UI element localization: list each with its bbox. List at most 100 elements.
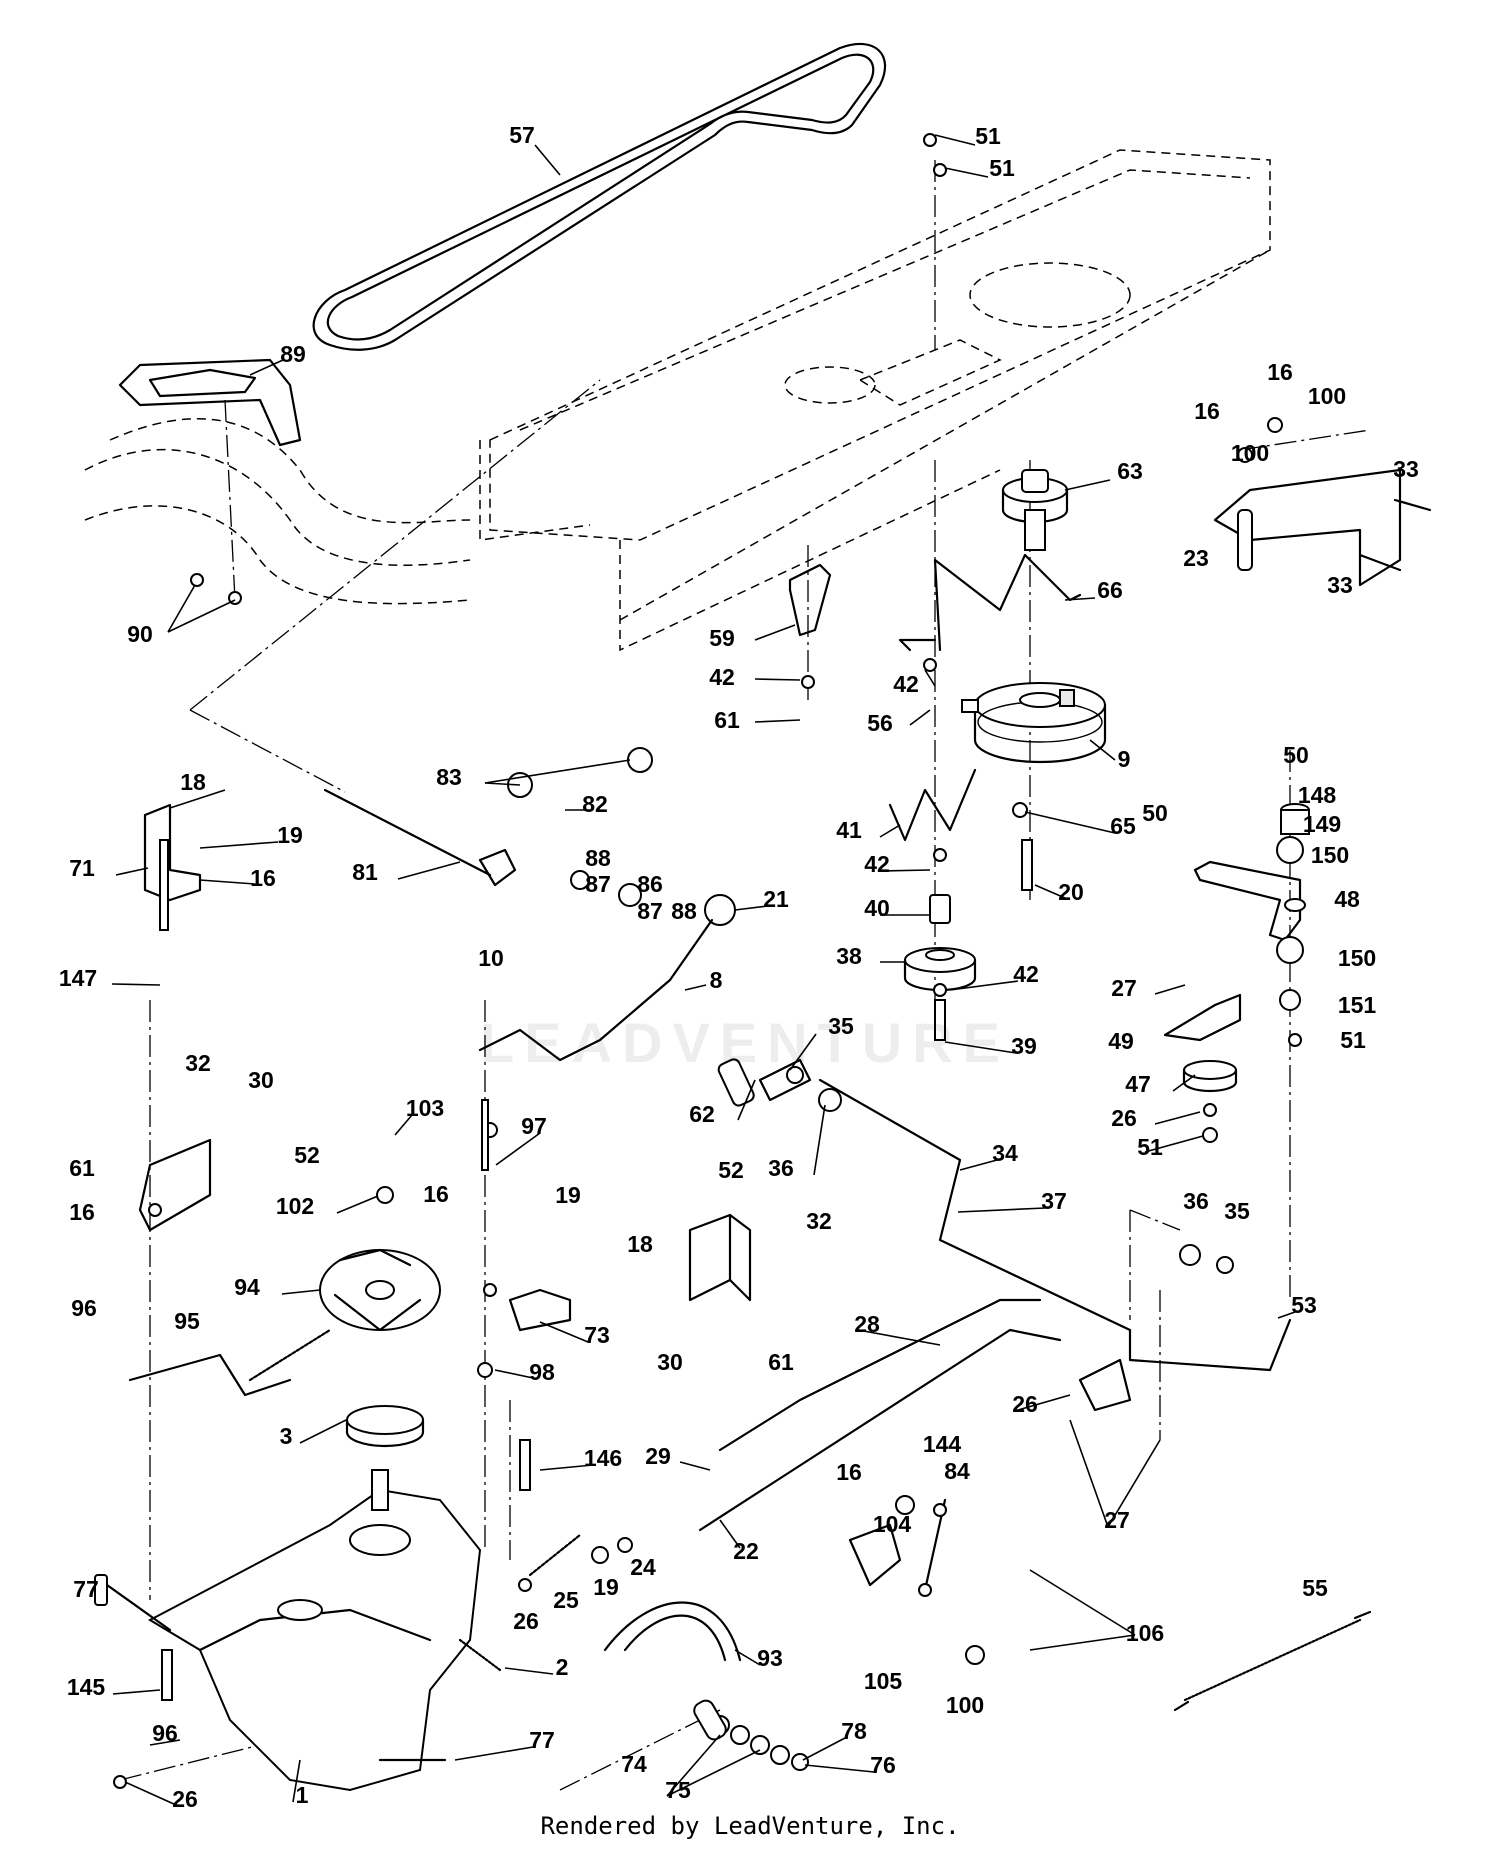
callout-97: 97 [521,1113,547,1139]
callout-100b: 100 [1231,440,1269,466]
callout-88b: 88 [671,898,697,924]
callout-19a: 19 [277,822,303,848]
callout-35a: 35 [828,1013,854,1039]
callout-36b: 36 [1183,1188,1209,1214]
callout-50b: 50 [1142,800,1168,826]
callout-104: 104 [873,1511,912,1537]
callout-16e: 16 [69,1199,95,1225]
callout-150a: 150 [1311,842,1349,868]
callout-27a: 27 [1111,975,1137,1001]
callout-78: 78 [841,1718,867,1744]
callout-145: 145 [67,1674,106,1700]
clutch-assembly [903,469,1107,992]
callout-40: 40 [864,895,890,921]
callout-39: 39 [1011,1033,1037,1059]
callout-1: 1 [296,1782,309,1808]
callout-42b: 42 [893,671,919,697]
callout-42c: 42 [864,851,890,877]
callout-96a: 96 [71,1295,97,1321]
callout-23: 23 [1183,545,1209,571]
callout-16c: 16 [250,865,276,891]
callout-8: 8 [710,967,723,993]
callout-16b: 16 [1194,398,1220,424]
callout-47: 47 [1125,1071,1151,1097]
callout-42a: 42 [709,664,735,690]
callout-24: 24 [630,1554,656,1580]
small-springs [458,1533,582,1672]
callout-30a: 30 [248,1067,274,1093]
callout-41: 41 [836,817,862,843]
watermark-text: LEADVENTURE [480,1011,1011,1074]
callout-29: 29 [645,1443,671,1469]
callout-87a: 87 [585,871,611,897]
callout-16f: 16 [836,1459,862,1485]
bracket-23 [1213,468,1432,587]
callout-33b: 33 [1327,572,1353,598]
callout-51d: 51 [1137,1134,1163,1160]
callout-81: 81 [352,859,378,885]
callout-35b: 35 [1224,1198,1250,1224]
return-spring [1173,1610,1372,1712]
callout-50a: 50 [1283,742,1309,768]
callout-144: 144 [923,1431,962,1457]
callout-90: 90 [127,621,153,647]
shift-rod [323,788,736,1062]
callout-105: 105 [864,1668,903,1694]
callout-147: 147 [59,965,97,991]
callout-77b: 77 [529,1727,555,1753]
callout-3: 3 [280,1423,293,1449]
callout-61c: 61 [768,1349,794,1375]
callout-36a: 36 [768,1155,794,1181]
callout-151: 151 [1338,992,1377,1018]
cooling-fan [319,1248,441,1448]
callout-63: 63 [1117,458,1143,484]
leader-lines [111,134,1296,1806]
callout-148: 148 [1298,782,1337,808]
callout-26c: 26 [513,1608,539,1634]
callout-74: 74 [621,1751,647,1777]
callout-16a: 16 [1267,359,1293,385]
callout-48: 48 [1334,886,1360,912]
callout-27b: 27 [1104,1507,1130,1533]
callout-100a: 100 [1308,383,1346,409]
callout-61b: 61 [69,1155,95,1181]
callout-42d: 42 [1013,961,1039,987]
callout-100c: 100 [946,1692,984,1718]
callout-59: 59 [709,625,735,651]
callout-56: 56 [867,710,893,736]
callout-88a: 88 [585,845,611,871]
callout-84: 84 [944,1458,970,1484]
lift-rods [698,1058,1292,1532]
callout-96b: 96 [152,1720,178,1746]
transaxle-housing [98,1469,482,1792]
footer-credit: Rendered by LeadVenture, Inc. [540,1812,960,1840]
callout-93: 93 [757,1645,783,1671]
callout-150b: 150 [1338,945,1376,971]
callout-28: 28 [854,1311,880,1337]
drive-belt [312,42,887,351]
callout-2: 2 [556,1654,569,1680]
callout-25: 25 [553,1587,579,1613]
callout-94: 94 [234,1274,260,1300]
callout-38: 38 [836,943,862,969]
callout-37: 37 [1041,1188,1067,1214]
callout-103: 103 [406,1095,444,1121]
callout-83: 83 [436,764,462,790]
callout-51b: 51 [989,155,1015,181]
callout-52b: 52 [718,1157,744,1183]
callout-10: 10 [478,945,504,971]
callout-26d: 26 [172,1786,198,1812]
bracket-59 [788,545,832,700]
callout-65: 65 [1110,813,1136,839]
callout-9: 9 [1118,746,1131,772]
callout-18a: 18 [180,769,206,795]
callout-87b: 87 [637,898,663,924]
callout-66: 66 [1097,577,1123,603]
callout-51c: 51 [1340,1027,1366,1053]
callout-30b: 30 [657,1349,683,1375]
callout-18b: 18 [627,1231,653,1257]
callout-52a: 52 [294,1142,320,1168]
